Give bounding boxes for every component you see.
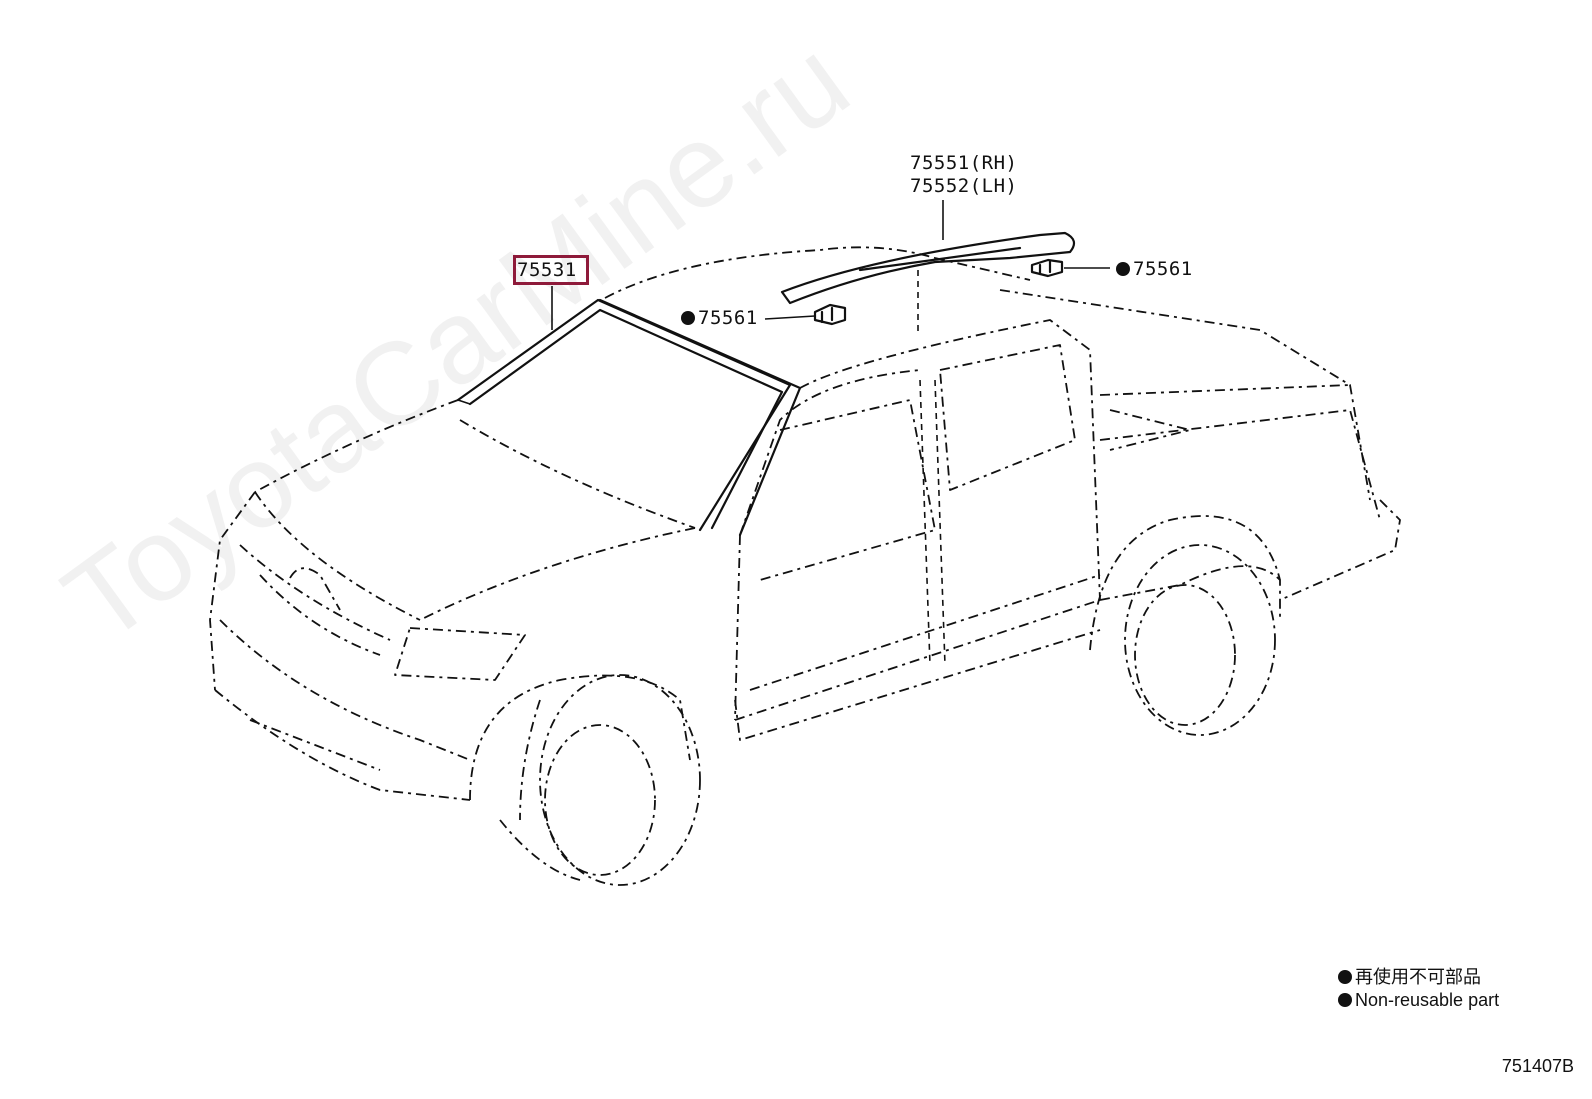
bullet-icon — [1338, 993, 1352, 1007]
non-reusable-dot-icon — [681, 311, 695, 325]
callout-roof-rail-rh[interactable]: 75551(RH) — [910, 152, 1018, 174]
callout-windshield[interactable]: 75531 — [517, 259, 577, 281]
legend-line-jp: 再使用不可部品 — [1338, 966, 1499, 989]
callout-roof-rail-lh[interactable]: 75552(LH) — [910, 175, 1018, 197]
non-reusable-dot-icon — [1116, 262, 1130, 276]
legend-line-en: Non-reusable part — [1338, 989, 1499, 1012]
callout-clip-right[interactable]: 75561 — [1116, 258, 1193, 280]
highlight-box — [513, 255, 589, 285]
diagram-code: 751407B — [1501, 1056, 1574, 1076]
legend: 再使用不可部品 Non-reusable part — [1338, 966, 1499, 1012]
bullet-icon — [1338, 970, 1352, 984]
callout-clip-left[interactable]: 75561 — [681, 307, 758, 329]
